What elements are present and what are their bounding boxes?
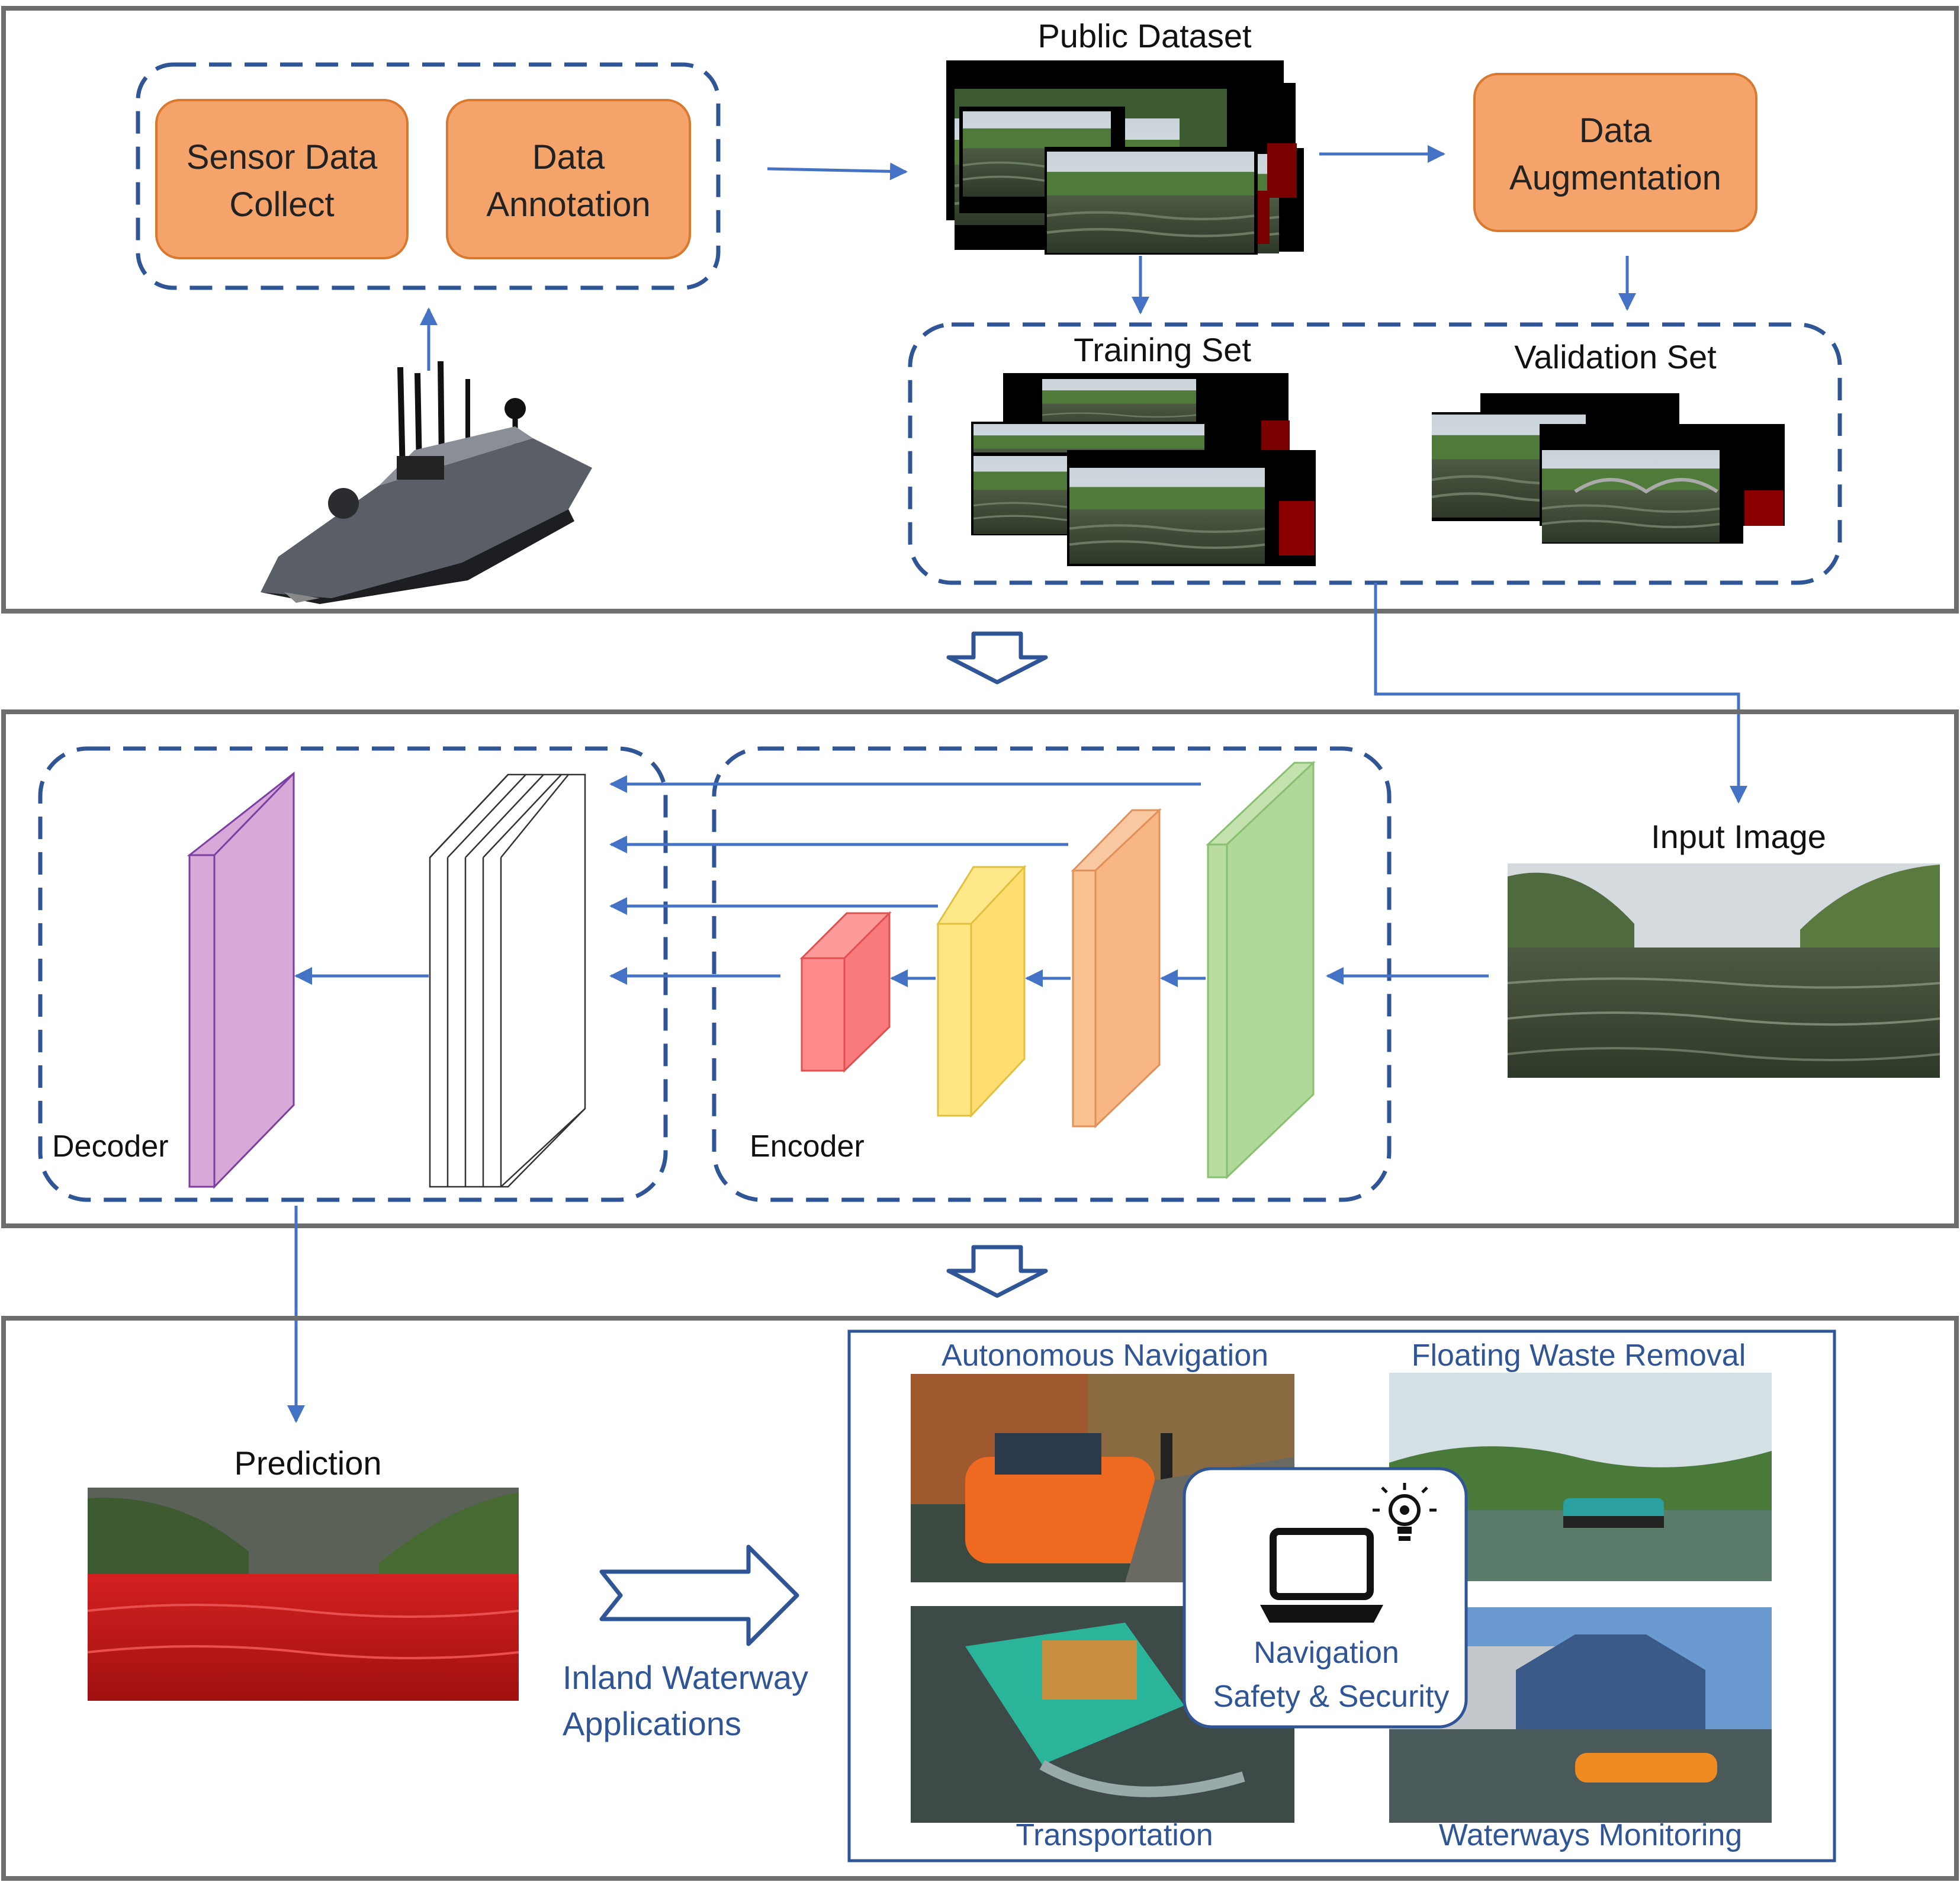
data-augmentation-label-2: Augmentation [1509,159,1721,197]
section-network [1,709,1959,1228]
public-dataset-images [946,60,1304,255]
laptop-lightbulb-icon [1260,1483,1437,1623]
section-applications [1,1316,1959,1881]
decoder-output-block [187,771,295,1189]
training-set-images [971,373,1316,566]
data-source-group [136,62,721,290]
data-augmentation-box [1473,73,1757,232]
data-annotation-box [446,99,691,259]
arrow-split-to-input [1374,583,1747,804]
input-image-label: Input Image [1651,818,1826,855]
encoder-label: Encoder [750,1129,865,1164]
floating-waste-removal-label: Floating Waste Removal [1412,1338,1746,1373]
concat-feature-stack [429,773,586,1188]
inland-waterway-label-2: Applications [563,1705,741,1742]
inland-waterway-label-1: Inland Waterway [563,1659,808,1696]
sensor-data-collect-label-2: Collect [229,185,334,224]
validation-set-label: Validation Set [1514,338,1717,375]
encoder-block-yellow [936,865,1027,1118]
autonomous-navigation-label: Autonomous Navigation [942,1338,1268,1373]
encoder-block-green [1206,760,1316,1180]
sensor-data-collect-box [155,99,409,259]
waterways-monitoring-label: Waterways Monitoring [1439,1818,1742,1852]
prediction-image [87,1488,519,1701]
encoder-block-orange [1071,808,1162,1129]
flow-arrow-down-1 [946,631,1048,685]
decoder-label: Decoder [52,1129,169,1164]
data-augmentation-label-1: Data [1579,111,1652,150]
section-data-pipeline [1,6,1959,614]
training-set-label: Training Set [1074,331,1251,368]
decoder-group [38,746,668,1202]
validation-set-images [1432,393,1785,544]
data-annotation-label-1: Data [532,138,605,176]
applications-box [847,1329,1836,1862]
data-annotation-label-2: Annotation [486,185,650,224]
prediction-label: Prediction [234,1444,381,1482]
public-dataset-label: Public Dataset [1037,17,1252,54]
flow-arrow-down-2 [946,1245,1048,1298]
navigation-safety-label-1: Navigation [1254,1636,1399,1670]
input-image [1507,863,1940,1078]
arrow-sources-to-dataset [767,162,908,181]
usv-boat-image [261,361,592,604]
encoder-block-red [799,911,892,1073]
navigation-safety-label-2: Safety & Security [1213,1679,1450,1714]
encoder-group [712,746,1392,1202]
transportation-label: Transportation [1016,1818,1213,1852]
sensor-data-collect-label-1: Sensor Data [187,138,378,176]
flow-arrow-right [599,1544,799,1646]
